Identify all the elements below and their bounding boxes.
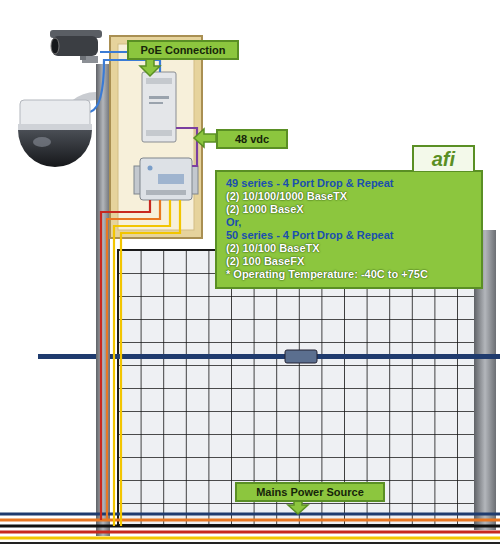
or-text: Or, [226,216,472,229]
callout-box: 48 vdc [216,129,288,149]
fence-ground [118,250,480,525]
label-text: PoE Connection [134,43,232,57]
wiring [90,52,197,526]
enclosure-panel [118,44,194,230]
afi-switch [134,158,198,200]
line-text: (2) 10/100/1000 BaseTX [226,190,472,203]
label-text: 48 vdc [223,132,281,146]
line-text: (2) 10/100 BaseTX [226,242,472,255]
callout-box: PoE Connection [127,40,239,60]
series-text: 49 series - 4 Port Drop & Repeat [226,177,472,190]
fence-mesh [118,250,480,525]
rod-coupler [285,350,317,363]
tab-text: afi [412,145,475,171]
temp-text: * Operating Temperature: -40C to +75C [226,268,472,281]
bullet-camera [50,30,102,63]
power-supply [142,72,176,142]
series-text: 50 series - 4 Port Drop & Repeat [226,229,472,242]
enclosure [110,36,202,238]
line-text: (2) 1000 BaseX [226,203,472,216]
label-text: Mains Power Source [242,485,378,499]
buried-cables [0,514,500,543]
dome-camera [18,96,96,167]
spec-box: afi49 series - 4 Port Drop & Repeat(2) 1… [215,170,483,289]
line-text: (2) 100 BaseFX [226,255,472,268]
callout-box: Mains Power Source [235,482,385,502]
